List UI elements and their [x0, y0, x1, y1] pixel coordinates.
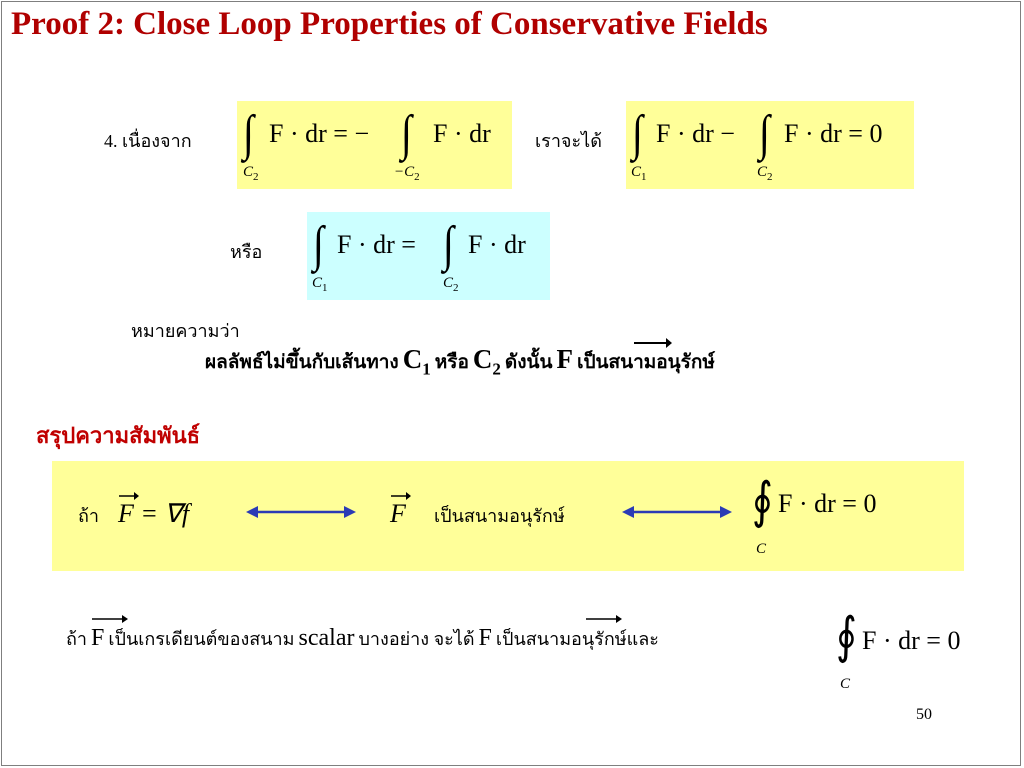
double-arrow-icon: [622, 506, 732, 518]
equation-box-3: ∫ F · dr = ∫ F · dr C1 C2: [307, 212, 550, 300]
conclusion-vector-f: F: [556, 344, 573, 374]
eq1-lower-limit-1: C2: [243, 164, 259, 183]
conclusion-part-3: เป็นสนามอนุรักษ์: [576, 352, 715, 373]
eq2-lower-limit-2: C2: [757, 164, 773, 183]
bottom-text-2: บางอย่าง จะได้: [358, 629, 475, 649]
step-label: 4. เนื่องจาก: [104, 131, 192, 151]
integral-sign: ∫: [632, 104, 643, 161]
eq3-lower-limit-1: C1: [312, 275, 328, 294]
conclusion-line: ผลลัพธ์ไม่ขึ้นกับเส้นทาง C1 หรือ C2 ดังน…: [205, 344, 715, 379]
conclusion-c2: C2: [472, 344, 501, 379]
bottom-text-3: เป็นสนามอนุรักษ์และ: [495, 629, 659, 649]
page-number: 50: [916, 706, 932, 723]
vector-arrow-icon: [92, 615, 128, 623]
summary-if-label: ถ้า: [78, 506, 100, 526]
summary-vector-f: F: [390, 499, 406, 528]
conclusion-or: หรือ: [434, 352, 469, 373]
bottom-scalar: scalar: [298, 625, 355, 651]
equation-box-1: ∫ F · dr = − ∫ F · dr C2 −C2: [237, 101, 512, 189]
summary-loop-lower-limit: C: [756, 541, 767, 557]
vector-arrow-icon: [586, 615, 622, 623]
bottom-line: ถ้า F เป็นเกรเดียนต์ของสนาม scalar บางอย…: [66, 624, 659, 653]
integral-sign: ∫: [443, 215, 454, 272]
bottom-loop-equation: F · dr = 0: [862, 626, 961, 655]
eq2-term-1: F · dr −: [656, 119, 735, 148]
eq3-term-1: F · dr =: [337, 230, 416, 259]
equation-box-2: ∫ F · dr − ∫ F · dr = 0 C1 C2: [626, 101, 914, 189]
integral-sign: ∫: [759, 104, 770, 161]
eq1-rhs: F · dr: [433, 119, 491, 148]
closed-loop-integral-sign: ∮: [752, 472, 773, 529]
slide-title: Proof 2: Close Loop Properties of Conser…: [11, 6, 768, 42]
summary-conservative-label: เป็นสนามอนุรักษ์: [434, 506, 565, 526]
double-arrow-icon: [246, 506, 356, 518]
then-label: เราจะได้: [535, 131, 602, 151]
conclusion-part-2: ดังนั้น: [504, 352, 553, 373]
gradient-equation: F = ∇f: [118, 499, 190, 528]
conclusion-part-1: ผลลัพธ์ไม่ขึ้นกับเส้นทาง: [205, 352, 399, 373]
integral-sign: ∫: [243, 104, 254, 161]
integral-sign: ∫: [313, 215, 324, 272]
or-label: หรือ: [230, 242, 263, 262]
conclusion-c1: C1: [402, 344, 431, 379]
bottom-vector-f-1: F: [91, 625, 105, 651]
eq1-lower-limit-2: −C2: [394, 164, 420, 183]
summary-loop-equation: F · dr = 0: [778, 489, 877, 518]
meaning-label: หมายความว่า: [131, 321, 240, 341]
vector-arrow-icon: [119, 492, 139, 500]
vector-arrow-icon: [634, 338, 672, 348]
eq1-lhs: F · dr = −: [269, 121, 369, 147]
summary-heading: สรุปความสัมพันธ์: [36, 423, 201, 448]
bottom-text-1: เป็นเกรเดียนต์ของสนาม: [108, 629, 295, 649]
eq3-term-2: F · dr: [468, 230, 526, 259]
closed-loop-integral-sign: ∮: [836, 607, 857, 664]
bottom-if-label: ถ้า: [66, 629, 88, 649]
bottom-loop-lower-limit: C: [840, 676, 851, 692]
eq3-lower-limit-2: C2: [443, 275, 459, 294]
integral-sign: ∫: [401, 104, 412, 161]
bottom-vector-f-2: F: [478, 625, 492, 651]
summary-box: ถ้า F = ∇f F เป็นสนามอนุรักษ์ ∮ F · dr =…: [52, 461, 964, 571]
vector-arrow-icon: [391, 492, 411, 500]
eq2-lower-limit-1: C1: [631, 164, 647, 183]
eq1-lhs-text: F · dr = −: [269, 119, 370, 148]
eq2-term-2: F · dr = 0: [784, 119, 883, 148]
